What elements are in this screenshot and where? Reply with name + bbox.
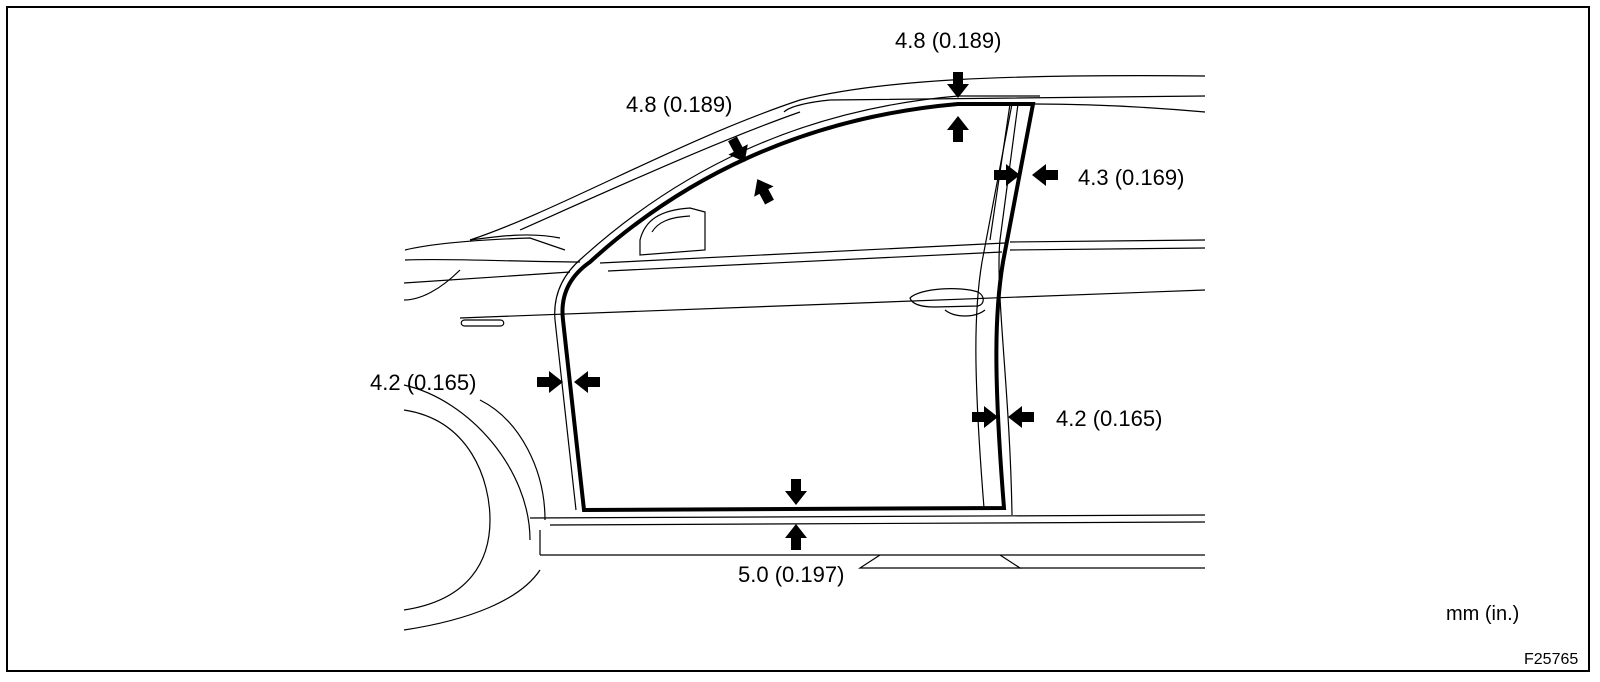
arrow-left-icon	[574, 371, 600, 393]
label-b-pillar: 4.3 (0.169)	[1078, 165, 1184, 190]
arrow-up-icon	[785, 524, 807, 550]
units-label: mm (in.)	[1446, 603, 1519, 625]
arrow-right-icon	[972, 406, 998, 428]
arrow-front-left	[574, 371, 600, 393]
arrow-pillar-out	[747, 174, 780, 208]
car-body-outline	[403, 75, 1206, 631]
arrow-rear-right	[972, 406, 998, 428]
figure-frame	[6, 6, 1590, 672]
arrow-down-icon	[785, 479, 807, 505]
door-weatherstrip	[554, 95, 1040, 513]
label-roof: 4.8 (0.189)	[895, 28, 1001, 53]
arrow-up-icon	[747, 174, 780, 208]
arrow-bottom-up	[785, 524, 807, 550]
arrow-bottom-down	[785, 479, 807, 505]
arrow-front-right	[537, 371, 563, 393]
arrow-roof-down	[947, 72, 969, 98]
label-pillar-front: 4.8 (0.189)	[626, 92, 732, 117]
label-rear-side: 4.2 (0.165)	[1056, 406, 1162, 431]
arrow-roof-up	[947, 116, 969, 142]
label-front-side: 4.2 (0.165)	[370, 370, 476, 395]
arrow-rear-left	[1008, 406, 1034, 428]
figure-code: F25765	[1524, 651, 1578, 668]
arrow-left-icon	[1032, 164, 1058, 186]
arrow-bpillar-left	[1032, 164, 1058, 186]
label-bottom: 5.0 (0.197)	[738, 562, 844, 587]
arrow-up-icon	[947, 116, 969, 142]
arrow-left-icon	[1008, 406, 1034, 428]
arrow-down-icon	[947, 72, 969, 98]
arrow-right-icon	[537, 371, 563, 393]
